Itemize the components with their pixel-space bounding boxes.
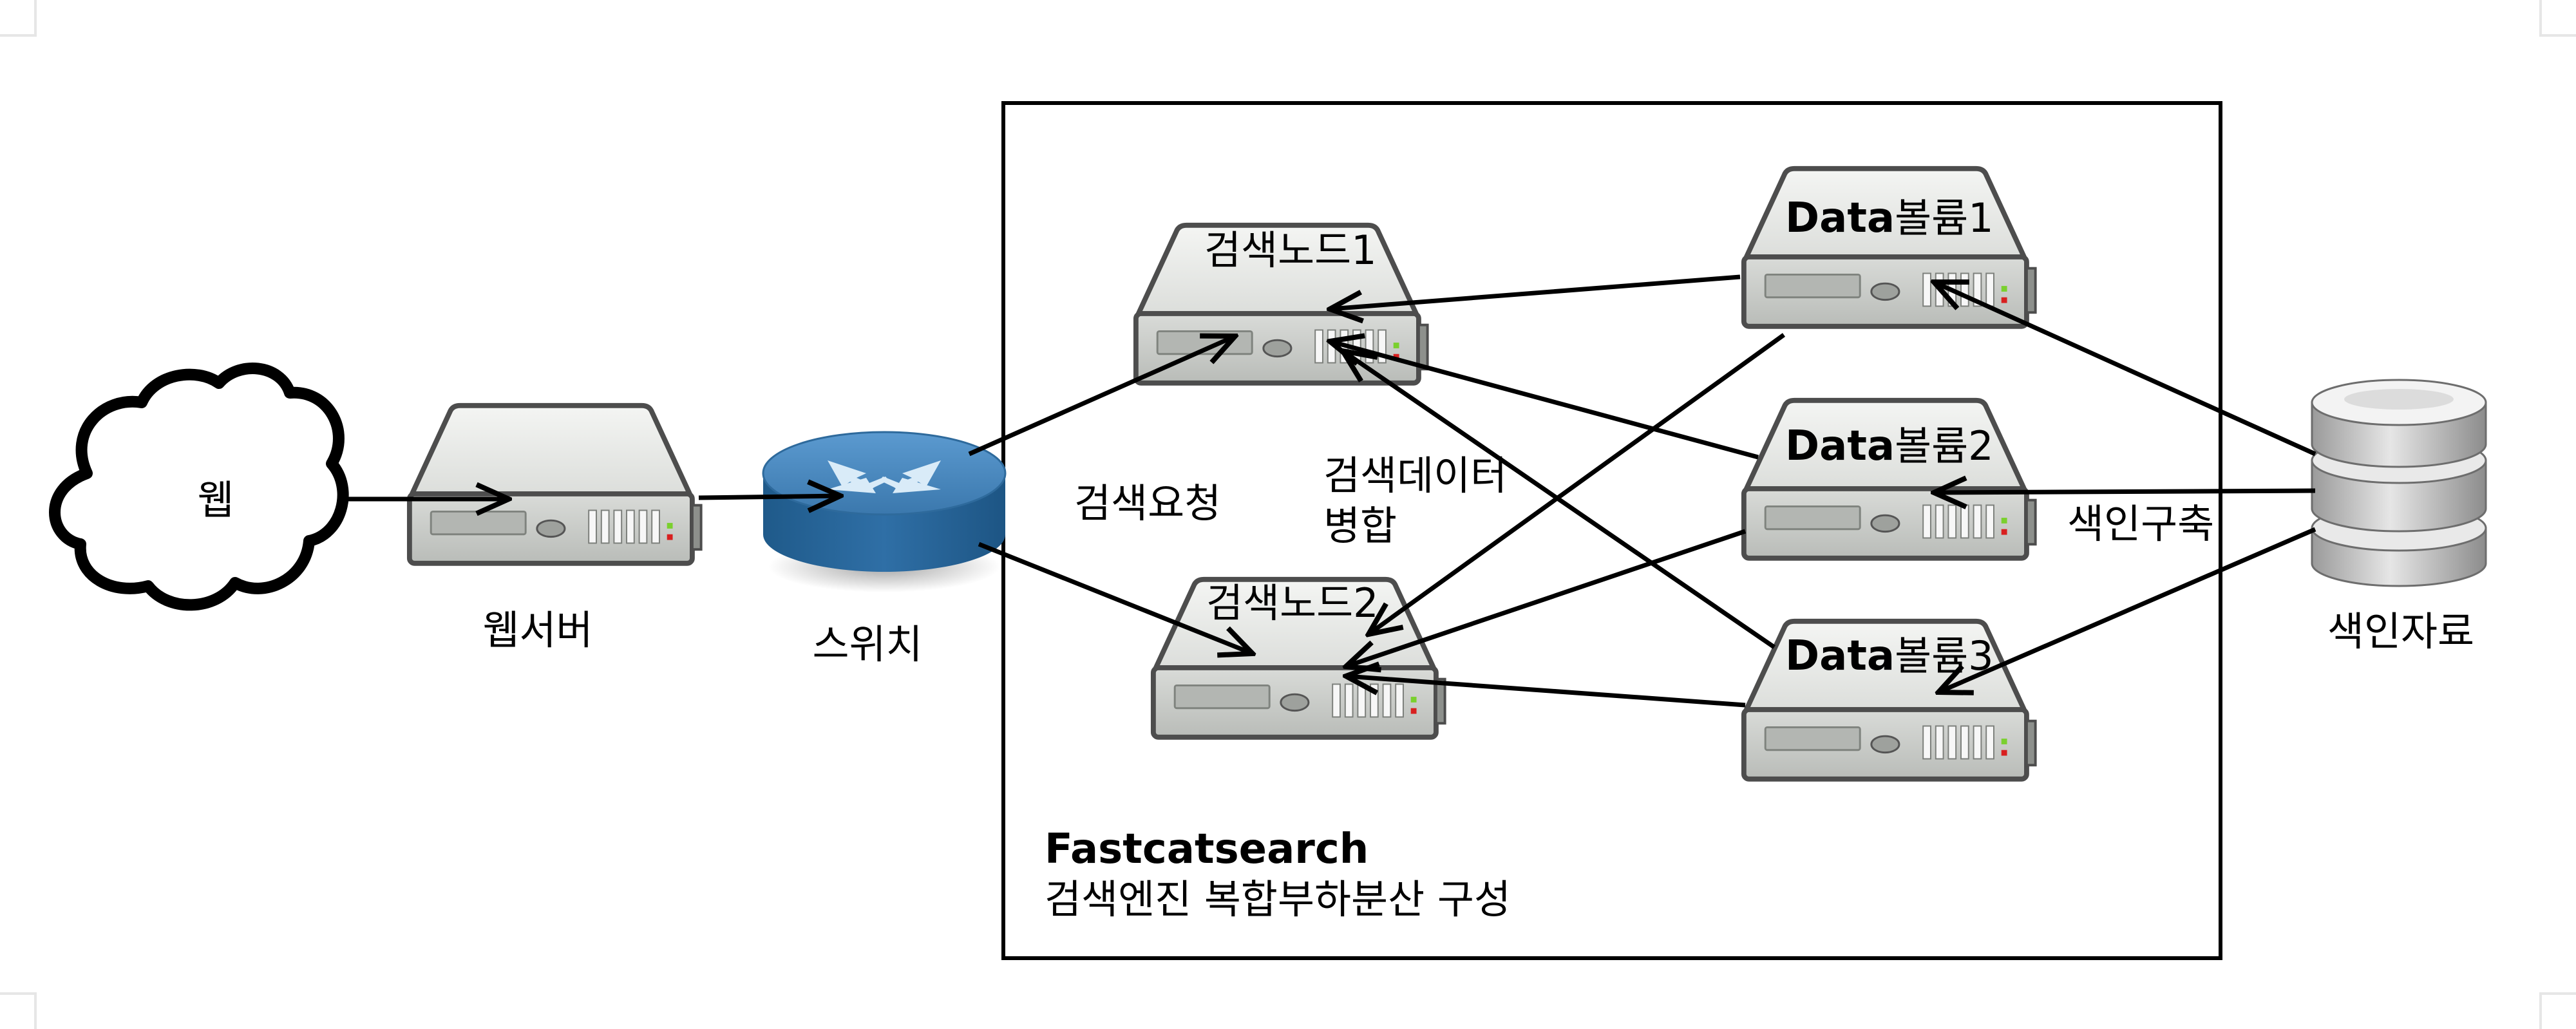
edge-db-to-vol2 bbox=[1934, 491, 2316, 493]
edge-switch-to-node1 bbox=[968, 336, 1235, 457]
merge-label-line1: 검색데이터 bbox=[1323, 452, 1507, 499]
edge-webserver-to-switch bbox=[698, 496, 840, 498]
database-icon bbox=[2311, 379, 2487, 587]
edge-vol2-to-node2 bbox=[1346, 529, 1747, 666]
merge-label-line2: 병합 bbox=[1323, 502, 1397, 549]
edge-vol3-to-node2 bbox=[1346, 676, 1746, 708]
data-volume-3-text: 볼륨3 bbox=[1895, 632, 1994, 679]
server-icon bbox=[410, 406, 701, 563]
cluster-subtitle: 검색엔진 복합부하분산 구성 bbox=[1045, 876, 1511, 923]
data-volume-2-text: 볼륨2 bbox=[1895, 422, 1994, 469]
data-volume-1-text: 볼륨1 bbox=[1895, 194, 1994, 241]
web-label: 웹 bbox=[197, 477, 234, 524]
index-build-label: 색인구축 bbox=[2067, 500, 2214, 547]
connections bbox=[345, 274, 2316, 708]
edge-switch-to-node2 bbox=[978, 542, 1253, 654]
edge-vol1-to-node1 bbox=[1330, 274, 1741, 309]
index-data-label: 색인자료 bbox=[2327, 608, 2474, 655]
data-volume-1-label: Data볼륨1 bbox=[1785, 194, 1994, 242]
edge-db-to-vol1 bbox=[1934, 282, 2316, 457]
cloud-icon bbox=[49, 363, 349, 611]
search-node-2-label: 검색노드2 bbox=[1206, 580, 1379, 627]
switch-label: 스위치 bbox=[812, 621, 922, 668]
data-volume-2-label: Data볼륨2 bbox=[1785, 422, 1994, 470]
server-icon bbox=[1744, 169, 2036, 326]
webserver-label: 웹서버 bbox=[482, 607, 592, 654]
edge-db-to-vol3 bbox=[1938, 527, 2316, 692]
network-switch-icon bbox=[762, 431, 1007, 592]
edge-vol1-to-node2 bbox=[1368, 333, 1786, 634]
data-volume-3-label: Data볼륨3 bbox=[1785, 632, 1994, 680]
data-volume-2-bold: Data bbox=[1785, 422, 1895, 470]
data-volume-1-bold: Data bbox=[1785, 194, 1895, 242]
search-request-label: 검색요청 bbox=[1074, 480, 1221, 527]
search-node-1-label: 검색노드1 bbox=[1204, 227, 1377, 274]
data-volume-3-bold: Data bbox=[1785, 632, 1895, 680]
cluster-title: Fastcatsearch bbox=[1045, 826, 1368, 873]
edge-vol2-to-node1 bbox=[1330, 341, 1759, 460]
